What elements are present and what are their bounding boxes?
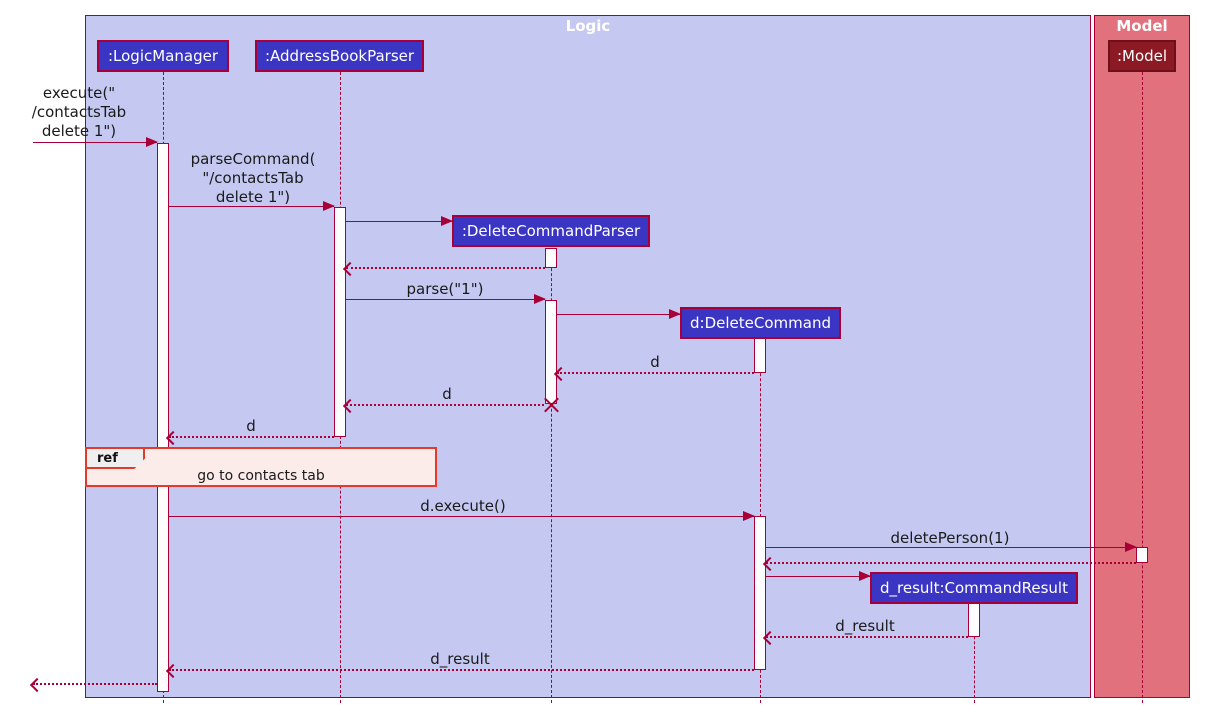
activation-logic-manager: [157, 143, 169, 692]
arrow-delete-person: [766, 542, 1137, 552]
arrow-return-d-to-logic-manager: [165, 430, 334, 446]
activation-delete-command-parser-parse: [545, 300, 557, 404]
lifeline-command-result: [974, 602, 975, 703]
arrowhead-icon: [146, 137, 158, 147]
activation-delete-command-parser-create: [545, 248, 557, 268]
label-return-d-2: d: [442, 385, 452, 403]
participant-model: :Model: [1108, 40, 1176, 72]
arrow-parse: [346, 294, 546, 304]
participant-address-book-parser: :AddressBookParser: [255, 40, 424, 72]
arrowhead-icon: [441, 216, 453, 226]
label-parse: parse("1"): [406, 280, 484, 298]
arrowhead-icon: [1125, 542, 1137, 552]
lifeline-delete-command-parser: [551, 248, 552, 703]
arrow-return-d-result-to-logic-manager: [165, 663, 754, 679]
arrow-parse-command: [169, 201, 335, 211]
label-d-execute: d.execute(): [420, 497, 506, 515]
arrowhead-icon: [29, 677, 45, 693]
label-return-d-3: d: [246, 417, 256, 435]
arrow-create-delete-command-parser: [346, 216, 453, 226]
arrow-create-delete-command: [557, 309, 681, 319]
arrowhead-icon: [534, 294, 546, 304]
arrow-return-d-result-to-delete-command: [762, 630, 968, 646]
participant-delete-command: d:DeleteCommand: [680, 307, 841, 339]
arrowhead-icon: [859, 571, 871, 581]
activation-address-book-parser: [334, 207, 346, 437]
arrow-final-return: [29, 677, 157, 693]
label-parse-command: parseCommand( "/contactsTab delete 1"): [190, 150, 316, 206]
activation-delete-command-create: [754, 338, 766, 373]
arrow-return-d-to-parser: [553, 366, 754, 382]
arrow-return-from-model: [762, 556, 1136, 572]
destroy-x-icon: [543, 397, 560, 414]
label-delete-person: deletePerson(1): [890, 529, 1010, 547]
ref-fragment-label: go to contacts tab: [197, 468, 325, 484]
label-return-d-result-2: d_result: [430, 650, 490, 668]
model-frame-title: Model: [1116, 17, 1168, 35]
activation-delete-command-execute: [754, 516, 766, 670]
participant-delete-command-parser: :DeleteCommandParser: [452, 215, 650, 247]
activation-command-result: [968, 602, 980, 637]
label-execute: execute(" /contactsTab delete 1"): [31, 84, 127, 140]
participant-command-result: d_result:CommandResult: [870, 572, 1078, 604]
label-return-d-result-1: d_result: [835, 617, 895, 635]
activation-model: [1136, 547, 1148, 563]
participant-logic-manager: :LogicManager: [97, 40, 229, 72]
arrowhead-icon: [743, 511, 755, 521]
arrow-return-after-create-parser: [342, 261, 545, 277]
arrowhead-icon: [669, 309, 681, 319]
arrow-execute: [33, 137, 158, 147]
label-return-d-1: d: [650, 353, 660, 371]
arrow-return-d-to-address-book-parser: [342, 398, 544, 414]
arrowhead-icon: [323, 201, 335, 211]
arrow-create-command-result: [766, 571, 871, 581]
lifeline-model: [1142, 72, 1143, 703]
logic-frame-title: Logic: [565, 17, 611, 35]
ref-keyword-tab: ref: [85, 447, 145, 469]
ref-fragment: ref go to contacts tab: [85, 447, 437, 487]
arrow-d-execute: [169, 511, 755, 521]
